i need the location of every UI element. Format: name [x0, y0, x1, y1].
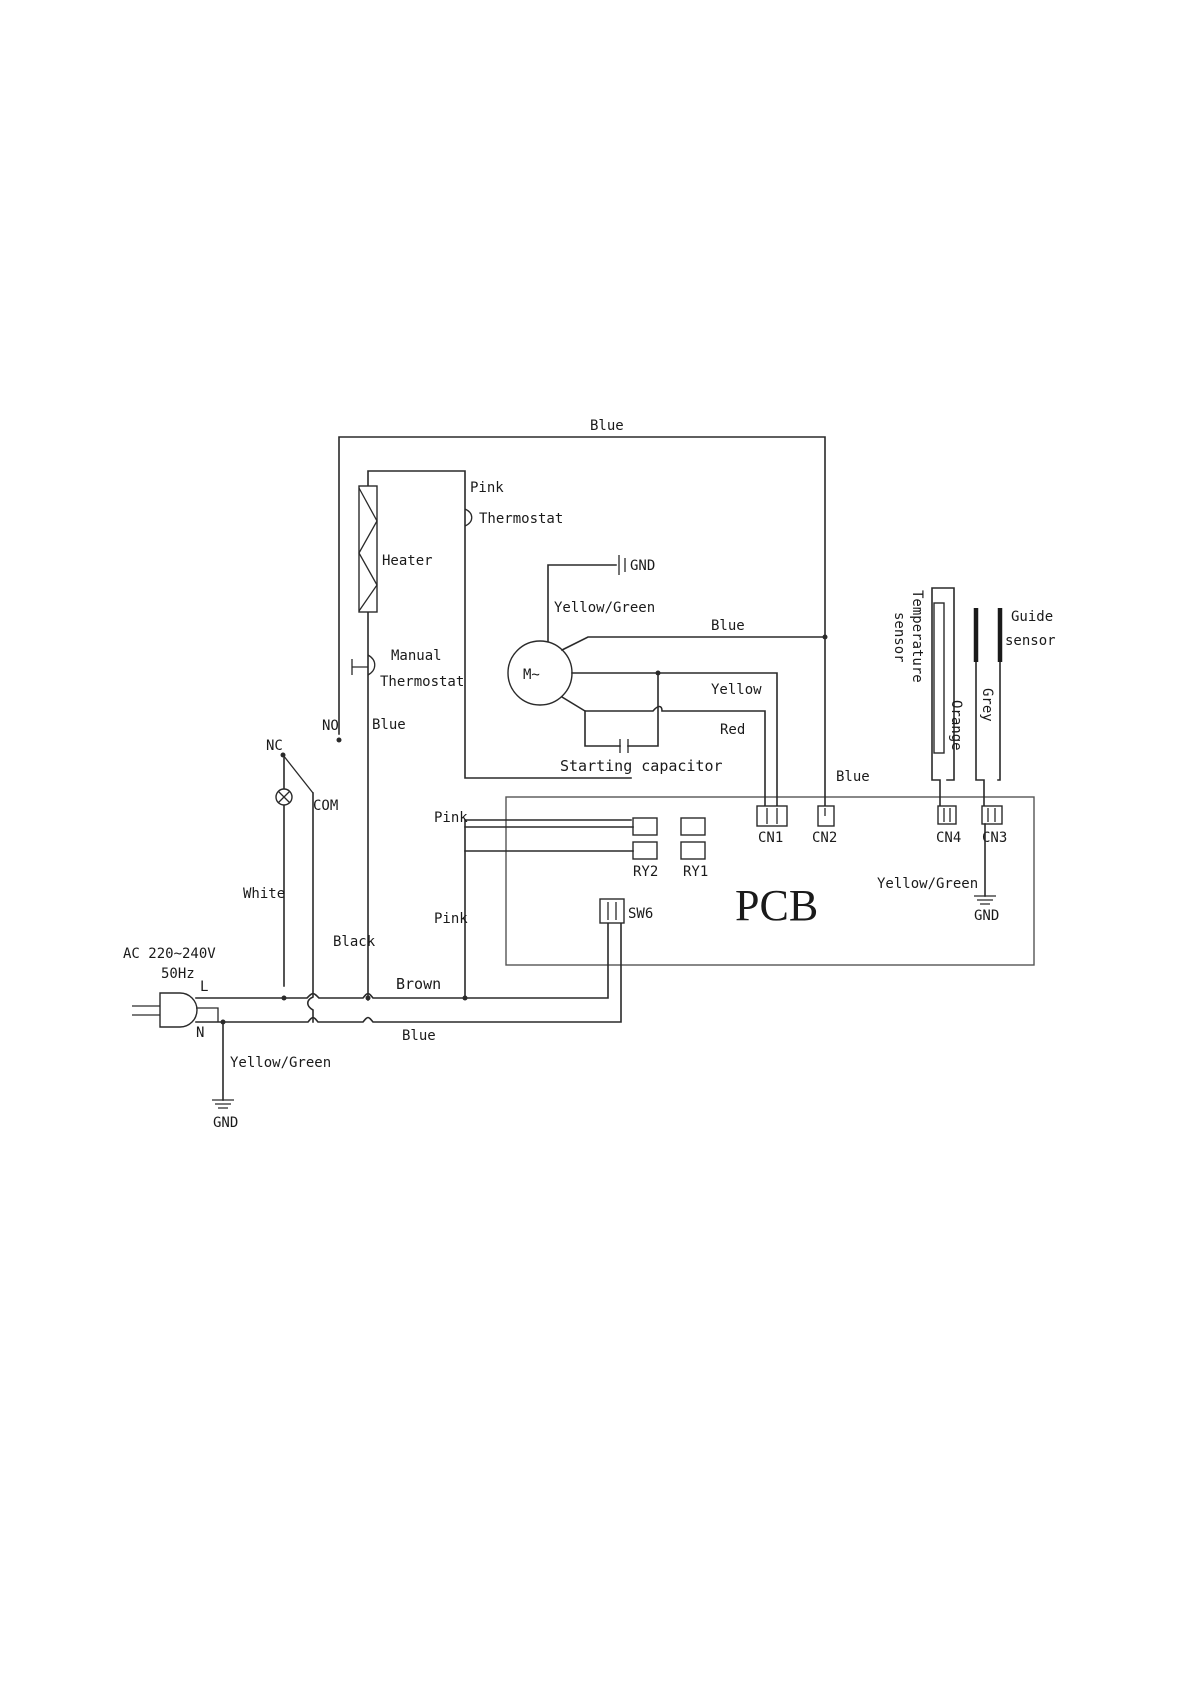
motor-label: M~	[523, 667, 540, 683]
junction-n-gnd	[221, 1020, 226, 1025]
guide-sensor-label-1: Guide	[1011, 609, 1053, 625]
wire-motor-red	[562, 697, 765, 810]
junction-motor-blue	[823, 635, 828, 640]
wire-top-blue	[339, 437, 825, 810]
sw6-label: SW6	[628, 906, 653, 922]
label-red: Red	[720, 722, 745, 738]
manual-thermostat-label-1: Manual	[391, 648, 442, 664]
label-black: Black	[333, 934, 376, 950]
label-orange: Orange	[948, 700, 964, 751]
cn3-ground-symbol	[974, 896, 996, 904]
switch-nc-label: NC	[266, 738, 283, 754]
ry2-label: RY2	[633, 864, 658, 880]
plug-body	[160, 993, 197, 1027]
label-pink-ry1: Pink	[434, 810, 468, 826]
power-line-label: L	[200, 979, 208, 995]
plug-ground-symbol	[212, 1100, 234, 1108]
power-freq-label: 50Hz	[161, 966, 195, 982]
pcb-label: PCB	[735, 881, 818, 930]
cn2-connector	[818, 806, 834, 826]
label-yellow-green-plug: Yellow/Green	[230, 1055, 331, 1071]
cn1-connector	[757, 806, 787, 826]
label-blue-cn2: Blue	[836, 769, 870, 785]
relay-ry1-top	[681, 818, 705, 835]
label-pink-ry2: Pink	[434, 911, 468, 927]
relay-ry2-top	[633, 818, 657, 835]
cn3-gnd-label: GND	[974, 908, 999, 924]
guide-sensor-label-2: sensor	[1005, 633, 1056, 649]
cn1-label: CN1	[758, 830, 783, 846]
ry1-label: RY1	[683, 864, 708, 880]
wire-motor-blue	[562, 637, 825, 650]
manual-thermostat-symbol	[352, 655, 375, 675]
wire-com	[308, 793, 313, 1022]
label-yellow-green-cn3: Yellow/Green	[877, 876, 978, 892]
switch-no-contact	[337, 738, 342, 743]
thermostat-symbol	[465, 509, 472, 526]
cn2-label: CN2	[812, 830, 837, 846]
switch-arm	[283, 755, 313, 793]
label-white: White	[243, 886, 285, 902]
switch-no-label: NO	[322, 718, 339, 734]
wire-capacitor	[585, 673, 658, 746]
label-blue-heater: Blue	[372, 717, 406, 733]
temp-sensor-body	[934, 603, 944, 753]
cn3-connector	[982, 806, 1002, 824]
sw6-connector	[600, 899, 624, 923]
heater-label: Heater	[382, 553, 433, 569]
label-yellow-green-motor: Yellow/Green	[554, 600, 655, 616]
plug-gnd-label: GND	[213, 1115, 238, 1131]
wire-heater-top	[368, 471, 631, 1000]
label-grey: Grey	[979, 688, 995, 722]
junction-l-brown	[463, 996, 468, 1001]
relay-ry2-bottom	[633, 842, 657, 859]
label-top-blue: Blue	[590, 418, 624, 434]
guide-sensor-bars	[976, 608, 1000, 662]
wire-neutral-blue	[196, 922, 621, 1022]
manual-thermostat-label-2: Thermostat	[380, 674, 464, 690]
label-pink-top: Pink	[470, 480, 504, 496]
capacitor-label: Starting capacitor	[560, 757, 723, 775]
wire-plug-n	[196, 1008, 218, 1022]
temp-sensor-label-1: Temperature	[909, 590, 925, 683]
power-neutral-label: N	[196, 1025, 204, 1041]
label-blue-neutral: Blue	[402, 1028, 436, 1044]
cn4-connector	[938, 806, 956, 824]
capacitor-plates	[620, 739, 628, 753]
relay-ry1-bottom	[681, 842, 705, 859]
thermostat-label: Thermostat	[479, 511, 563, 527]
motor-gnd-label: GND	[630, 558, 655, 574]
cn4-label: CN4	[936, 830, 961, 846]
switch-com-label: COM	[313, 798, 338, 814]
label-yellow: Yellow	[711, 682, 762, 698]
power-supply-label: AC 220~240V	[123, 946, 216, 962]
label-blue-motor: Blue	[711, 618, 745, 634]
junction-l-heater	[366, 996, 371, 1001]
junction-l-lamp	[282, 996, 287, 1001]
label-brown: Brown	[396, 975, 441, 993]
motor-ground-symbol	[619, 555, 625, 575]
temp-sensor-label-2: sensor	[891, 612, 907, 663]
plug-pins	[132, 1006, 160, 1015]
